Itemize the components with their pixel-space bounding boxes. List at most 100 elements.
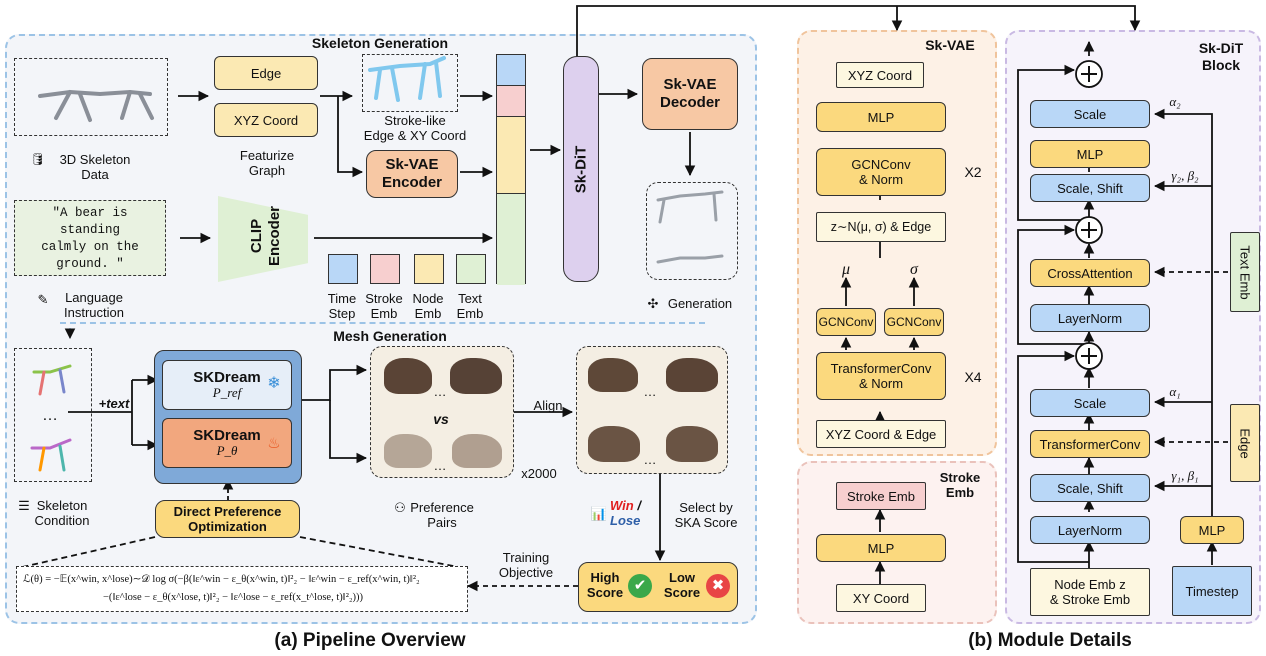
instruction-box: "A bear is standing calmly on the ground…	[14, 200, 166, 276]
preference-label: Preference Pairs	[410, 500, 474, 530]
bear-5	[588, 358, 638, 392]
edge-side-label: Edge	[1237, 427, 1253, 459]
network-icon: ✣	[647, 296, 659, 311]
dpo-box: Direct Preference Optimization	[155, 500, 300, 538]
language-label: Language Instruction	[64, 290, 124, 320]
generation-label: Generation	[667, 296, 733, 311]
skeleton-condition-label: Skeleton Condition	[34, 498, 90, 528]
loss-formula-box: ℒ(θ) = −𝔼(x^win, x^lose)∼𝒟 log σ(−β(‖ε^w…	[16, 566, 468, 612]
legend-node-swatch	[414, 254, 444, 284]
vs-label: vs	[433, 411, 449, 427]
db-icon: 🛢	[30, 152, 46, 166]
bear-2	[450, 358, 502, 394]
skeleton-sketch	[38, 89, 154, 122]
dit-mlp: MLP	[1030, 140, 1150, 168]
dit-mlp-time: MLP	[1180, 516, 1244, 544]
low-score-label: Low Score	[663, 570, 701, 600]
vae-gcn-2: GCNConv	[884, 308, 944, 336]
skdream-theta-sub: P_θ	[216, 443, 238, 458]
win-lose-label: Win / Lose	[610, 498, 656, 528]
stroke-edge-image	[362, 54, 458, 112]
dit-scale-top: Scale	[1030, 100, 1150, 128]
check-icon: ✔	[628, 574, 652, 598]
dit-title: Sk-DiT Block	[1198, 40, 1244, 73]
vae-gcn-1: GCNConv	[816, 308, 876, 336]
skeleton-gen-title: Skeleton Generation	[311, 35, 449, 51]
win-lose-slash: /	[633, 498, 641, 513]
skeleton-data-image	[14, 58, 168, 136]
vae-mlp: MLP	[816, 102, 946, 132]
select-label: Select by SKA Score	[674, 500, 738, 530]
legend-stroke-swatch	[370, 254, 400, 284]
skdream-theta-title: SKDream	[193, 427, 261, 444]
sk-dit-label: Sk-DiT	[572, 145, 590, 193]
skdream-ref-sub: P_ref	[212, 385, 242, 400]
pair-ellipsis-1: …	[433, 384, 447, 399]
skdream-ref-box: SKDream P_ref	[162, 360, 292, 410]
vae-latent: z∼N(μ, σ) & Edge	[816, 212, 946, 242]
vae-mu: μ	[841, 261, 851, 278]
x2000-label: x2000	[521, 466, 557, 481]
bear-1	[384, 358, 432, 394]
bear-4	[452, 434, 502, 468]
high-score-label: High Score	[586, 570, 624, 600]
dit-scale-shift-top: Scale, Shift	[1030, 174, 1150, 202]
xyz-box: XYZ Coord	[214, 103, 318, 137]
vae-xyz-out: XYZ Coord	[836, 62, 924, 88]
legend-time-swatch	[328, 254, 358, 284]
vae-x4: X4	[964, 369, 982, 385]
text-emb-side: Text Emb	[1230, 232, 1260, 312]
stroke-out: Stroke Emb	[836, 482, 926, 510]
edge-box: Edge	[214, 56, 318, 90]
legend-time-label: Time Step	[327, 291, 357, 321]
formula-line-1: ℒ(θ) = −𝔼(x^win, x^lose)∼𝒟 log σ(−β(‖ε^w…	[23, 574, 420, 585]
win-label: Win	[610, 498, 634, 513]
dit-input: Node Emb z & Stroke Emb	[1030, 568, 1150, 616]
clip-encoder-label: CLIP Encoder	[248, 205, 283, 266]
dit-cross-attention: CrossAttention	[1030, 259, 1150, 287]
align-ellipsis-1: …	[643, 384, 657, 399]
skeleton-data-label: 3D Skeleton Data	[59, 152, 131, 182]
people-icon: ⚇	[394, 500, 406, 515]
generated-skeleton-image	[646, 182, 738, 280]
sk-dit-block: Sk-DiT	[563, 56, 599, 282]
legend-stroke-label: Stroke Emb	[365, 291, 403, 321]
chart-icon: 📊	[590, 506, 608, 521]
dit-layernorm-bot: LayerNorm	[1030, 516, 1150, 544]
legend-text-swatch	[456, 254, 486, 284]
token-stack	[496, 54, 526, 285]
pipeline-caption: (a) Pipeline Overview	[274, 630, 466, 651]
stroke-in: XY Coord	[836, 584, 926, 612]
snowflake-icon: ❄	[267, 375, 281, 392]
fire-icon: ♨	[267, 435, 281, 452]
sliders-icon: ☰	[18, 498, 30, 513]
skeleton-condition-image	[14, 348, 92, 482]
align-ellipsis-2: …	[643, 452, 657, 467]
vae-sigma: σ	[910, 261, 918, 278]
skdream-theta-box: SKDream P_θ	[162, 418, 292, 468]
alpha1-label: α₁	[1169, 384, 1181, 399]
dit-transformer: TransformerConv	[1030, 430, 1150, 458]
bear-8	[666, 426, 718, 462]
lose-label: Lose	[610, 513, 641, 528]
module-caption: (b) Module Details	[968, 630, 1132, 651]
featurize-label: Featurize Graph	[239, 148, 295, 178]
vae-x2: X2	[964, 164, 982, 180]
condition-ellipsis: …	[42, 407, 58, 424]
align-label: Align	[533, 398, 563, 413]
vae-decoder-box: Sk-VAE Decoder	[642, 58, 738, 130]
mesh-gen-title: Mesh Generation	[333, 328, 447, 344]
gamma2-label: γ₂, β₂	[1171, 168, 1199, 183]
text-emb-label: Text Emb	[1237, 244, 1253, 300]
dit-layernorm-mid: LayerNorm	[1030, 304, 1150, 332]
dit-scale-shift-bot: Scale, Shift	[1030, 474, 1150, 502]
legend-text-label: Text Emb	[456, 291, 484, 321]
mesh-separator	[60, 322, 705, 324]
bear-3	[384, 434, 432, 468]
stroke-mlp: MLP	[816, 534, 946, 562]
pipeline-panel	[5, 34, 757, 624]
vae-title: Sk-VAE	[925, 37, 975, 53]
cross-icon: ✖	[706, 574, 730, 598]
pencil-icon: ✎	[37, 292, 49, 307]
